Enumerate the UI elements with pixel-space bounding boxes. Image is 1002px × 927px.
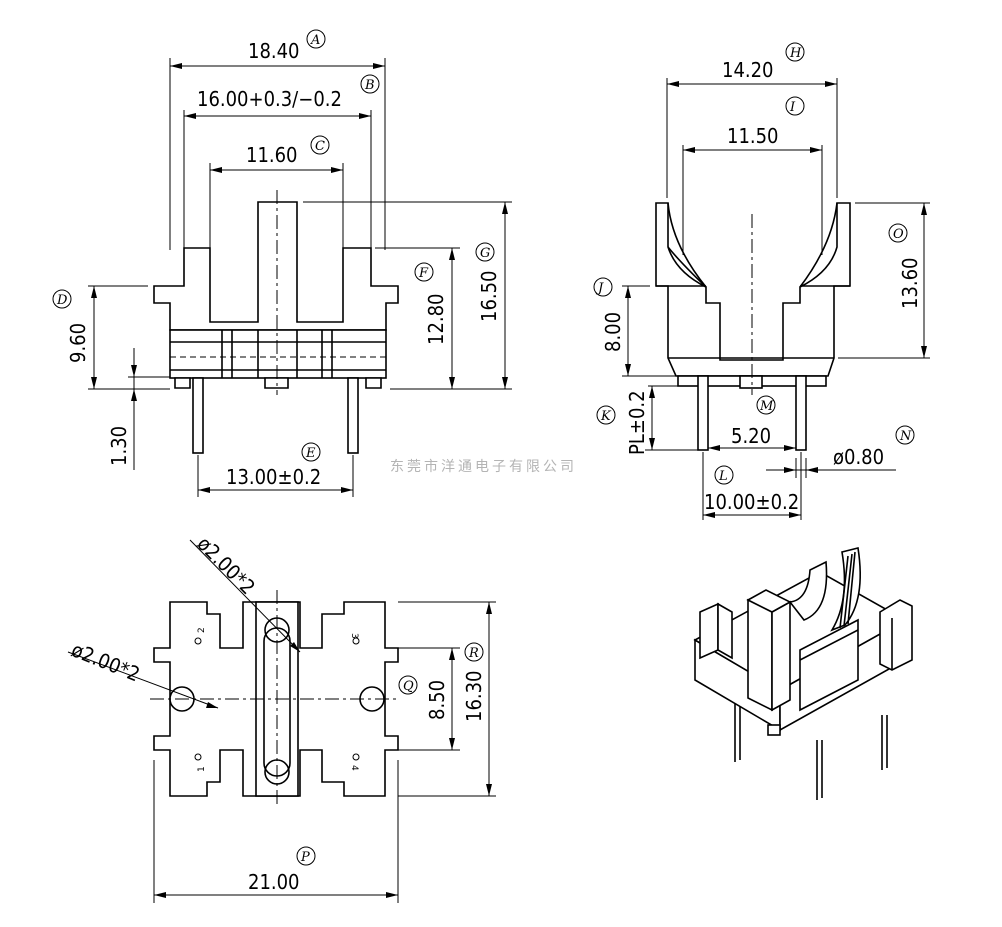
front-left-post: [153, 201, 399, 331]
label-o: O: [893, 227, 904, 242]
dim-o: 13.60: [898, 258, 922, 310]
label-g: G: [480, 246, 490, 261]
dim-k: PL±0.2: [625, 390, 649, 455]
label-e: E: [305, 446, 316, 461]
dim-j: 8.00: [601, 312, 625, 352]
side-pin-right: [795, 375, 807, 451]
front-pin-right: [347, 377, 359, 454]
dim-n: ø0.80: [833, 445, 884, 469]
label-q: Q: [403, 679, 414, 694]
dim-1-30: 1.30: [107, 426, 131, 466]
pin-2-label: 2: [197, 627, 207, 633]
dim-h: 14.20: [722, 58, 774, 82]
label-j: J: [595, 281, 604, 296]
dim-d: 9.60: [66, 323, 90, 363]
dim-l: 10.00±0.2: [704, 490, 799, 514]
label-k: K: [600, 409, 612, 424]
label-c: C: [315, 139, 325, 154]
dim-r: 16.30: [462, 671, 486, 723]
dim-q: 8.50: [425, 680, 449, 720]
dim-hole-left: ø2.00*2: [68, 637, 143, 686]
label-m: M: [759, 399, 774, 414]
pin-1-label: 1: [197, 766, 207, 772]
side-view: 14.20 H 11.50 I 13.60 O 8.00 J PL±: [593, 42, 930, 520]
dim-g: 16.50: [477, 271, 501, 323]
label-l: L: [718, 469, 728, 484]
label-n: N: [899, 429, 912, 444]
isometric-view: [693, 547, 913, 800]
front-pin-left: [192, 377, 204, 454]
front-view: 18.40 A 16.00+0.3/−0.2 B 11.60 C 9.60 D …: [52, 29, 512, 497]
side-pin-left: [697, 375, 709, 451]
dim-m: 5.20: [731, 424, 771, 448]
dim-i: 11.50: [727, 124, 779, 148]
dim-c: 11.60: [246, 143, 298, 167]
dim-e: 13.00±0.2: [226, 465, 321, 489]
bottom-view: 2 3 1 4 ø2.00*2 ø2.00*2 8.50 Q 16.30 R: [67, 532, 496, 903]
pin-4-label: 4: [349, 765, 359, 771]
dim-b: 16.00+0.3/−0.2: [197, 87, 342, 111]
label-r: R: [468, 646, 479, 661]
label-d: D: [56, 293, 68, 308]
dim-hole-upper: ø2.00*2: [192, 532, 260, 600]
pin-3-label: 3: [349, 633, 359, 639]
label-i: I: [789, 100, 796, 115]
label-f: F: [418, 266, 429, 281]
side-body: [655, 202, 851, 377]
label-p: P: [300, 850, 310, 865]
dim-p: 21.00: [248, 870, 300, 894]
dim-a: 18.40: [248, 39, 300, 63]
label-b: B: [364, 78, 375, 93]
label-a: A: [310, 33, 320, 48]
dim-f: 12.80: [424, 294, 448, 346]
watermark-text: 东莞市洋通电子有限公司: [390, 458, 577, 475]
label-h: H: [789, 46, 802, 61]
